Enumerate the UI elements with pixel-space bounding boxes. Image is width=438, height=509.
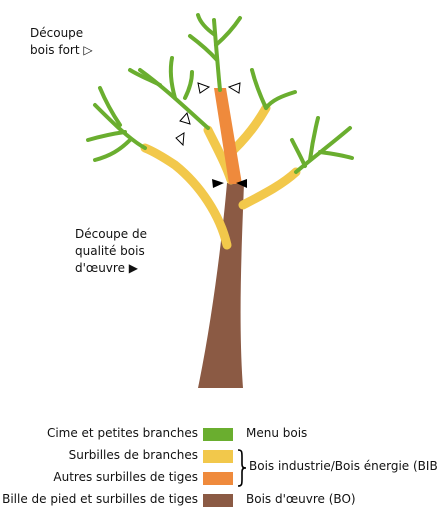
annotation-decoupe-bois-fort: Découpe bois fort ▷ [30,25,93,59]
legend-swatch-brown [203,494,233,507]
legend-label-cime: Cime et petites branches [46,426,198,440]
legend-category-bo: Bois d'œuvre (BO) [246,492,356,506]
annotation-line: d'œuvre ▶ [75,261,138,275]
cut-markers-bo [212,179,247,188]
legend-swatch-orange [203,472,233,485]
annotation-line: Découpe [30,26,84,40]
tree-illustration [86,13,354,388]
legend-category-menu-bois: Menu bois [246,426,308,440]
legend-swatch-yellow [203,450,233,463]
legend-label-bille-de-pied: Bille de pied et surbilles de tiges [2,492,198,506]
legend-brace [237,449,247,487]
annotation-decoupe-bo: Découpe de qualité bois d'œuvre ▶ [75,226,147,277]
crown-branches [86,13,354,174]
legend-swatch-green [203,428,233,441]
annotation-line: qualité bois [75,244,145,258]
legend-category-bibe: Bois industrie/Bois énergie (BIBE) [249,459,438,473]
cut-markers-bois-fort [175,82,241,147]
stem-surbille-orange [214,88,242,184]
trunk-bo [198,183,244,388]
annotation-line: bois fort ▷ [30,43,93,57]
legend-label-autres-surbilles: Autres surbilles de tiges [53,470,198,484]
legend-label-surbilles-branches: Surbilles de branches [68,448,198,462]
annotation-line: Découpe de [75,227,147,241]
